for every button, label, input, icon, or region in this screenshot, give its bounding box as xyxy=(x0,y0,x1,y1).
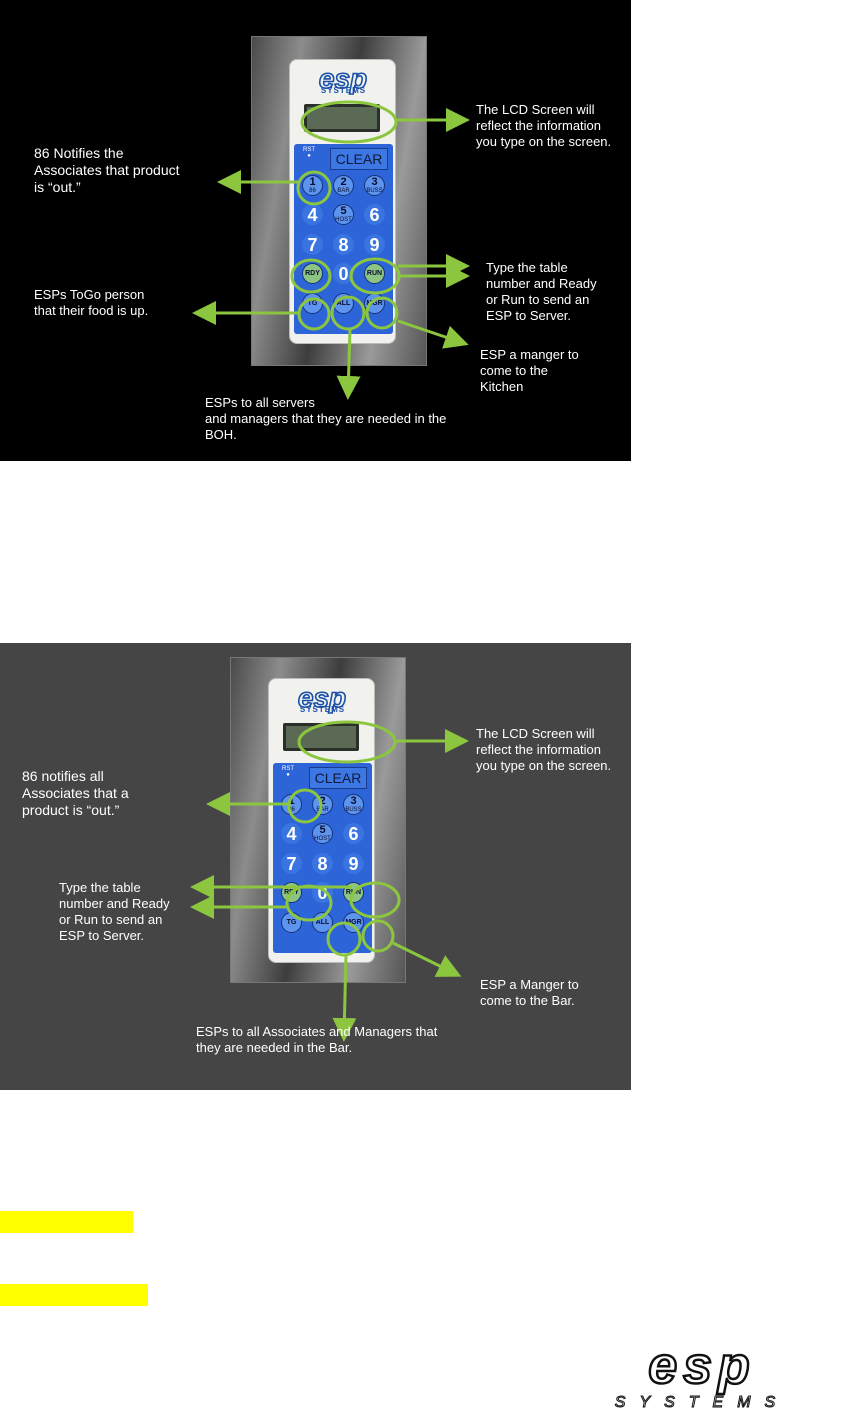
key-8[interactable]: 8 xyxy=(333,234,354,255)
rdy-highlight-circle xyxy=(290,258,332,294)
esp-systems-logo-icon: esp SYSTEMS xyxy=(614,1345,789,1410)
run-highlight-circle xyxy=(349,257,401,295)
key-9[interactable]: 9 xyxy=(364,234,385,255)
logo-subtitle: SYSTEMS xyxy=(320,86,367,95)
key-4[interactable]: 4 xyxy=(302,204,323,225)
reset-label: RST● xyxy=(303,147,315,159)
annotation-overlay xyxy=(192,100,470,400)
lcd-screen-note: The LCD Screen will reflect the informat… xyxy=(476,726,612,773)
key-8[interactable]: 8 xyxy=(312,853,333,874)
manager-note: ESP a manger to come to the Kitchen xyxy=(480,347,579,394)
manager-note: ESP a Manger to come to the Bar. xyxy=(480,977,579,1008)
all-staff-note: ESPs to all servers and managers that th… xyxy=(205,395,447,442)
esp-logo-icon: esp xyxy=(297,683,347,714)
mgr-highlight-circle xyxy=(361,919,395,953)
run-highlight-circle xyxy=(349,881,401,919)
svg-text:SYSTEMS: SYSTEMS xyxy=(615,1394,789,1410)
key-7[interactable]: 7 xyxy=(281,853,302,874)
svg-text:esp: esp xyxy=(648,1345,756,1395)
logo-subtitle: SYSTEMS xyxy=(299,705,346,714)
key-run[interactable]: RUN xyxy=(364,263,385,284)
key-86-note: 86 Notifies the Associates that product … xyxy=(34,145,180,195)
lcd-highlight-circle xyxy=(297,720,397,764)
clear-button[interactable]: CLEAR xyxy=(330,148,388,170)
all-staff-note: ESPs to all Associates and Managers that… xyxy=(196,1024,438,1055)
key-7[interactable]: 7 xyxy=(302,234,323,255)
key-9[interactable]: 9 xyxy=(343,853,364,874)
lcd-highlight-circle xyxy=(300,100,398,144)
key-86-note: 86 notifies all Associates that a produc… xyxy=(22,768,129,818)
rdy-run-note: Type the table number and Ready or Run t… xyxy=(59,880,170,943)
highlight-bar xyxy=(0,1211,133,1233)
annotation-overlay xyxy=(190,720,469,1042)
all-highlight-circle xyxy=(326,921,362,957)
key-6[interactable]: 6 xyxy=(343,823,364,844)
key-0[interactable]: 0 xyxy=(333,263,354,284)
reset-label: RST● xyxy=(282,766,294,778)
key-mgr[interactable]: MGR xyxy=(343,912,364,933)
key-1-highlight-circle xyxy=(296,170,332,206)
all-highlight-circle xyxy=(330,295,366,331)
key-rdy[interactable]: RDY xyxy=(302,263,323,284)
rdy-run-note: Type the table number and Ready or Run t… xyxy=(486,260,597,323)
esp-logo-icon: esp xyxy=(318,64,368,95)
key-4[interactable]: 4 xyxy=(281,823,302,844)
key-6[interactable]: 6 xyxy=(364,204,385,225)
highlight-bar xyxy=(0,1284,148,1306)
lcd-screen-note: The LCD Screen will reflect the informat… xyxy=(476,102,612,149)
clear-button[interactable]: CLEAR xyxy=(309,767,367,789)
svg-text:esp: esp xyxy=(319,64,367,94)
mgr-highlight-circle xyxy=(365,296,399,330)
rdy-highlight-circle xyxy=(285,884,333,922)
svg-text:esp: esp xyxy=(298,683,346,713)
togo-note: ESPs ToGo person that their food is up. xyxy=(34,287,149,318)
key-1-highlight-circle xyxy=(287,788,323,824)
tg-highlight-circle xyxy=(297,297,331,331)
lcd-screen xyxy=(283,723,359,751)
